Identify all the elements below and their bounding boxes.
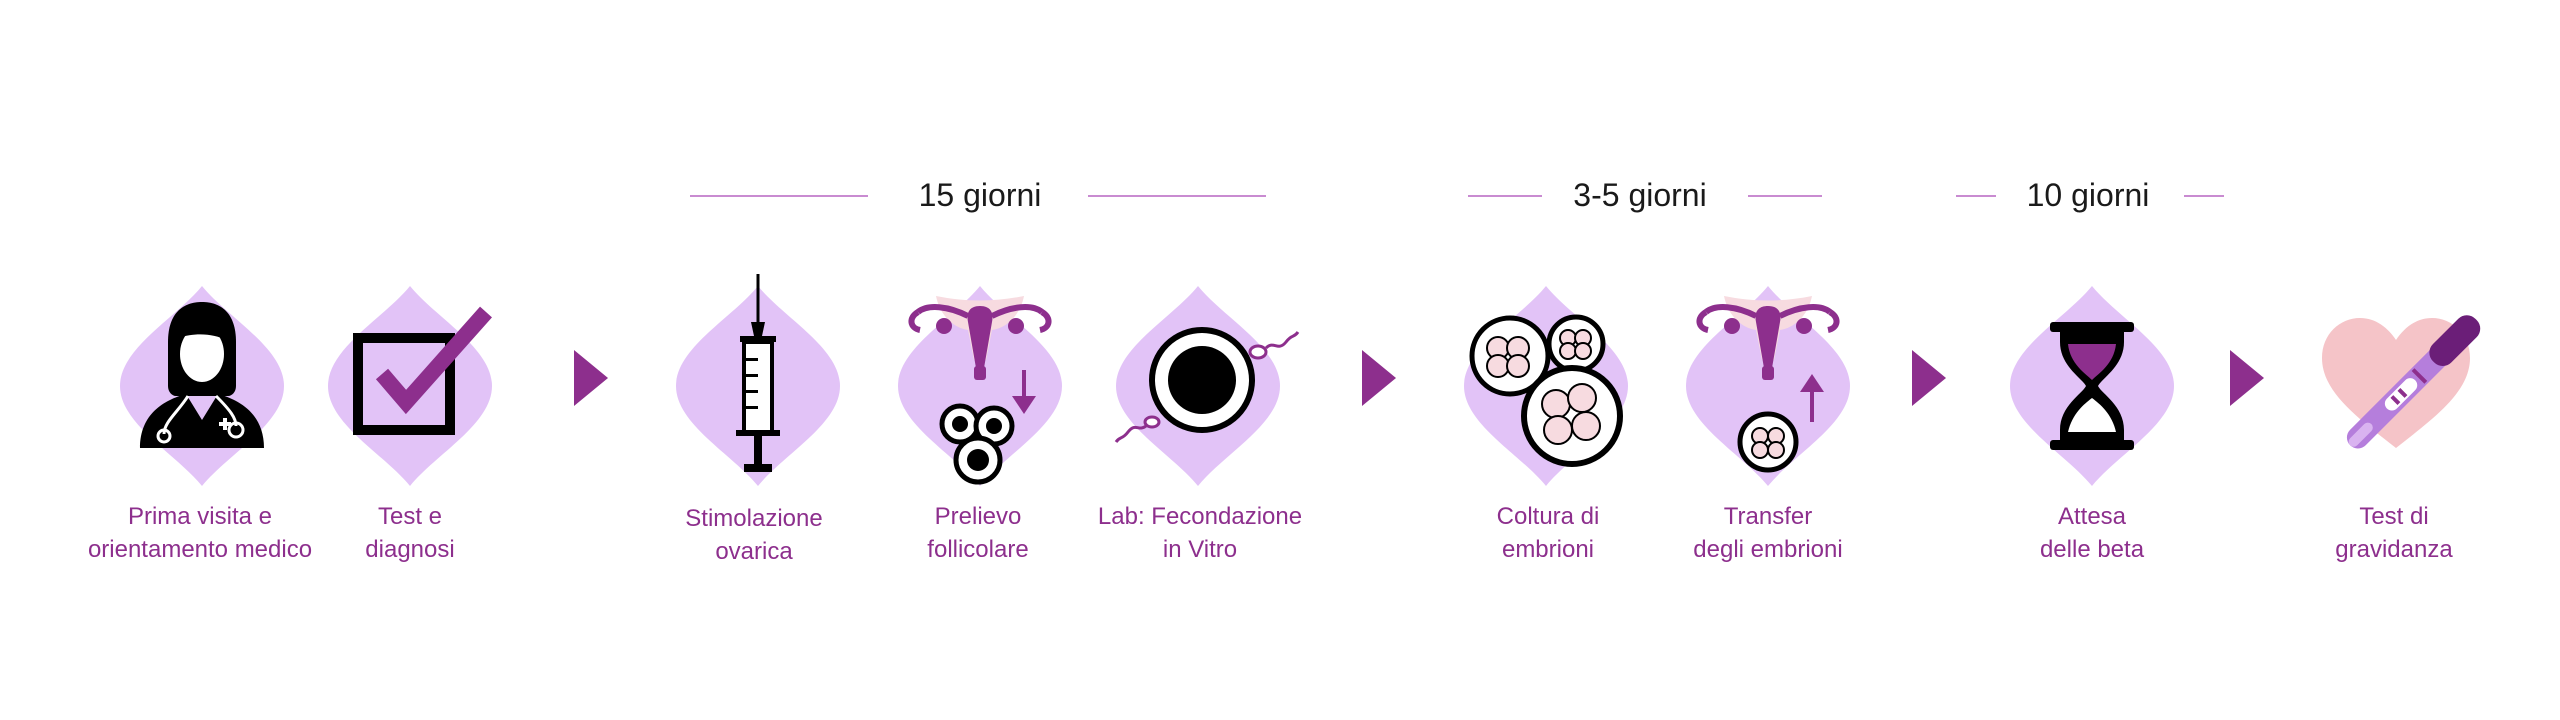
embryo-icon [1737,411,1799,473]
duration-line-right-2 [1748,195,1822,197]
arrow-right-icon [1912,350,1946,406]
follicles-icon [939,403,1015,485]
step-label-first-visit: Prima visita e orientamento medico [87,503,313,563]
uterus-icon [908,296,1052,380]
duration-line-left-2 [1468,195,1542,197]
duration-line-right-3 [2184,195,2224,197]
step-label-embryo-culture: Coltura di embrioni [1496,503,1600,563]
doctor-icon [140,302,264,448]
duration-label-3-5-days: 3-5 giorni [1573,177,1707,213]
egg-cell-icon [1149,327,1255,433]
diamond-background [1686,286,1850,486]
ivf-lab-step-icon [1114,286,1300,486]
arrow-down-icon [1012,370,1036,414]
duration-label-10-days: 10 giorni [2026,177,2150,213]
step-label-tests: Test e diagnosi [365,503,455,563]
diamond-background [898,286,1062,486]
sperm-icon [1114,331,1300,443]
test-step-icon [328,286,492,486]
checkbox-icon [353,306,492,435]
step-label-retrieval: Prelievo follicolare [927,503,1029,563]
step-label-transfer: Transfer degli embrioni [1693,503,1843,563]
duration-label-15-days: 15 giorni [918,177,1042,213]
duration-line-left-1 [690,195,868,197]
step-label-ivf-lab: Lab: Fecondazione in Vitro [1097,503,1303,563]
step-label-stimulation: Stimolazione ovarica [685,505,823,565]
arrow-right-icon [2230,350,2264,406]
stimulation-step-icon [676,274,840,486]
embryo-culture-step-icon [1464,286,1628,486]
doctor-step-icon [120,286,284,486]
pregnancy-test-icon [2346,315,2481,449]
retrieval-step-icon [898,286,1062,486]
duration-line-right-1 [1088,195,1266,197]
beta-wait-step-icon [2010,286,2174,486]
uterus-icon [1696,296,1840,380]
arrow-right-icon [574,350,608,406]
step-label-pregnancy-test: Test di gravidanza [2335,503,2453,563]
hourglass-icon [2050,322,2134,450]
embryo-cells-icon [1469,314,1623,467]
arrow-right-icon [1362,350,1396,406]
syringe-icon [736,274,780,472]
arrow-up-icon [1800,374,1824,422]
duration-line-left-3 [1956,195,1996,197]
transfer-step-icon [1686,286,1850,486]
step-label-beta-wait: Attesa delle beta [2039,503,2145,563]
pregnancy-test-step-icon [2322,315,2481,449]
